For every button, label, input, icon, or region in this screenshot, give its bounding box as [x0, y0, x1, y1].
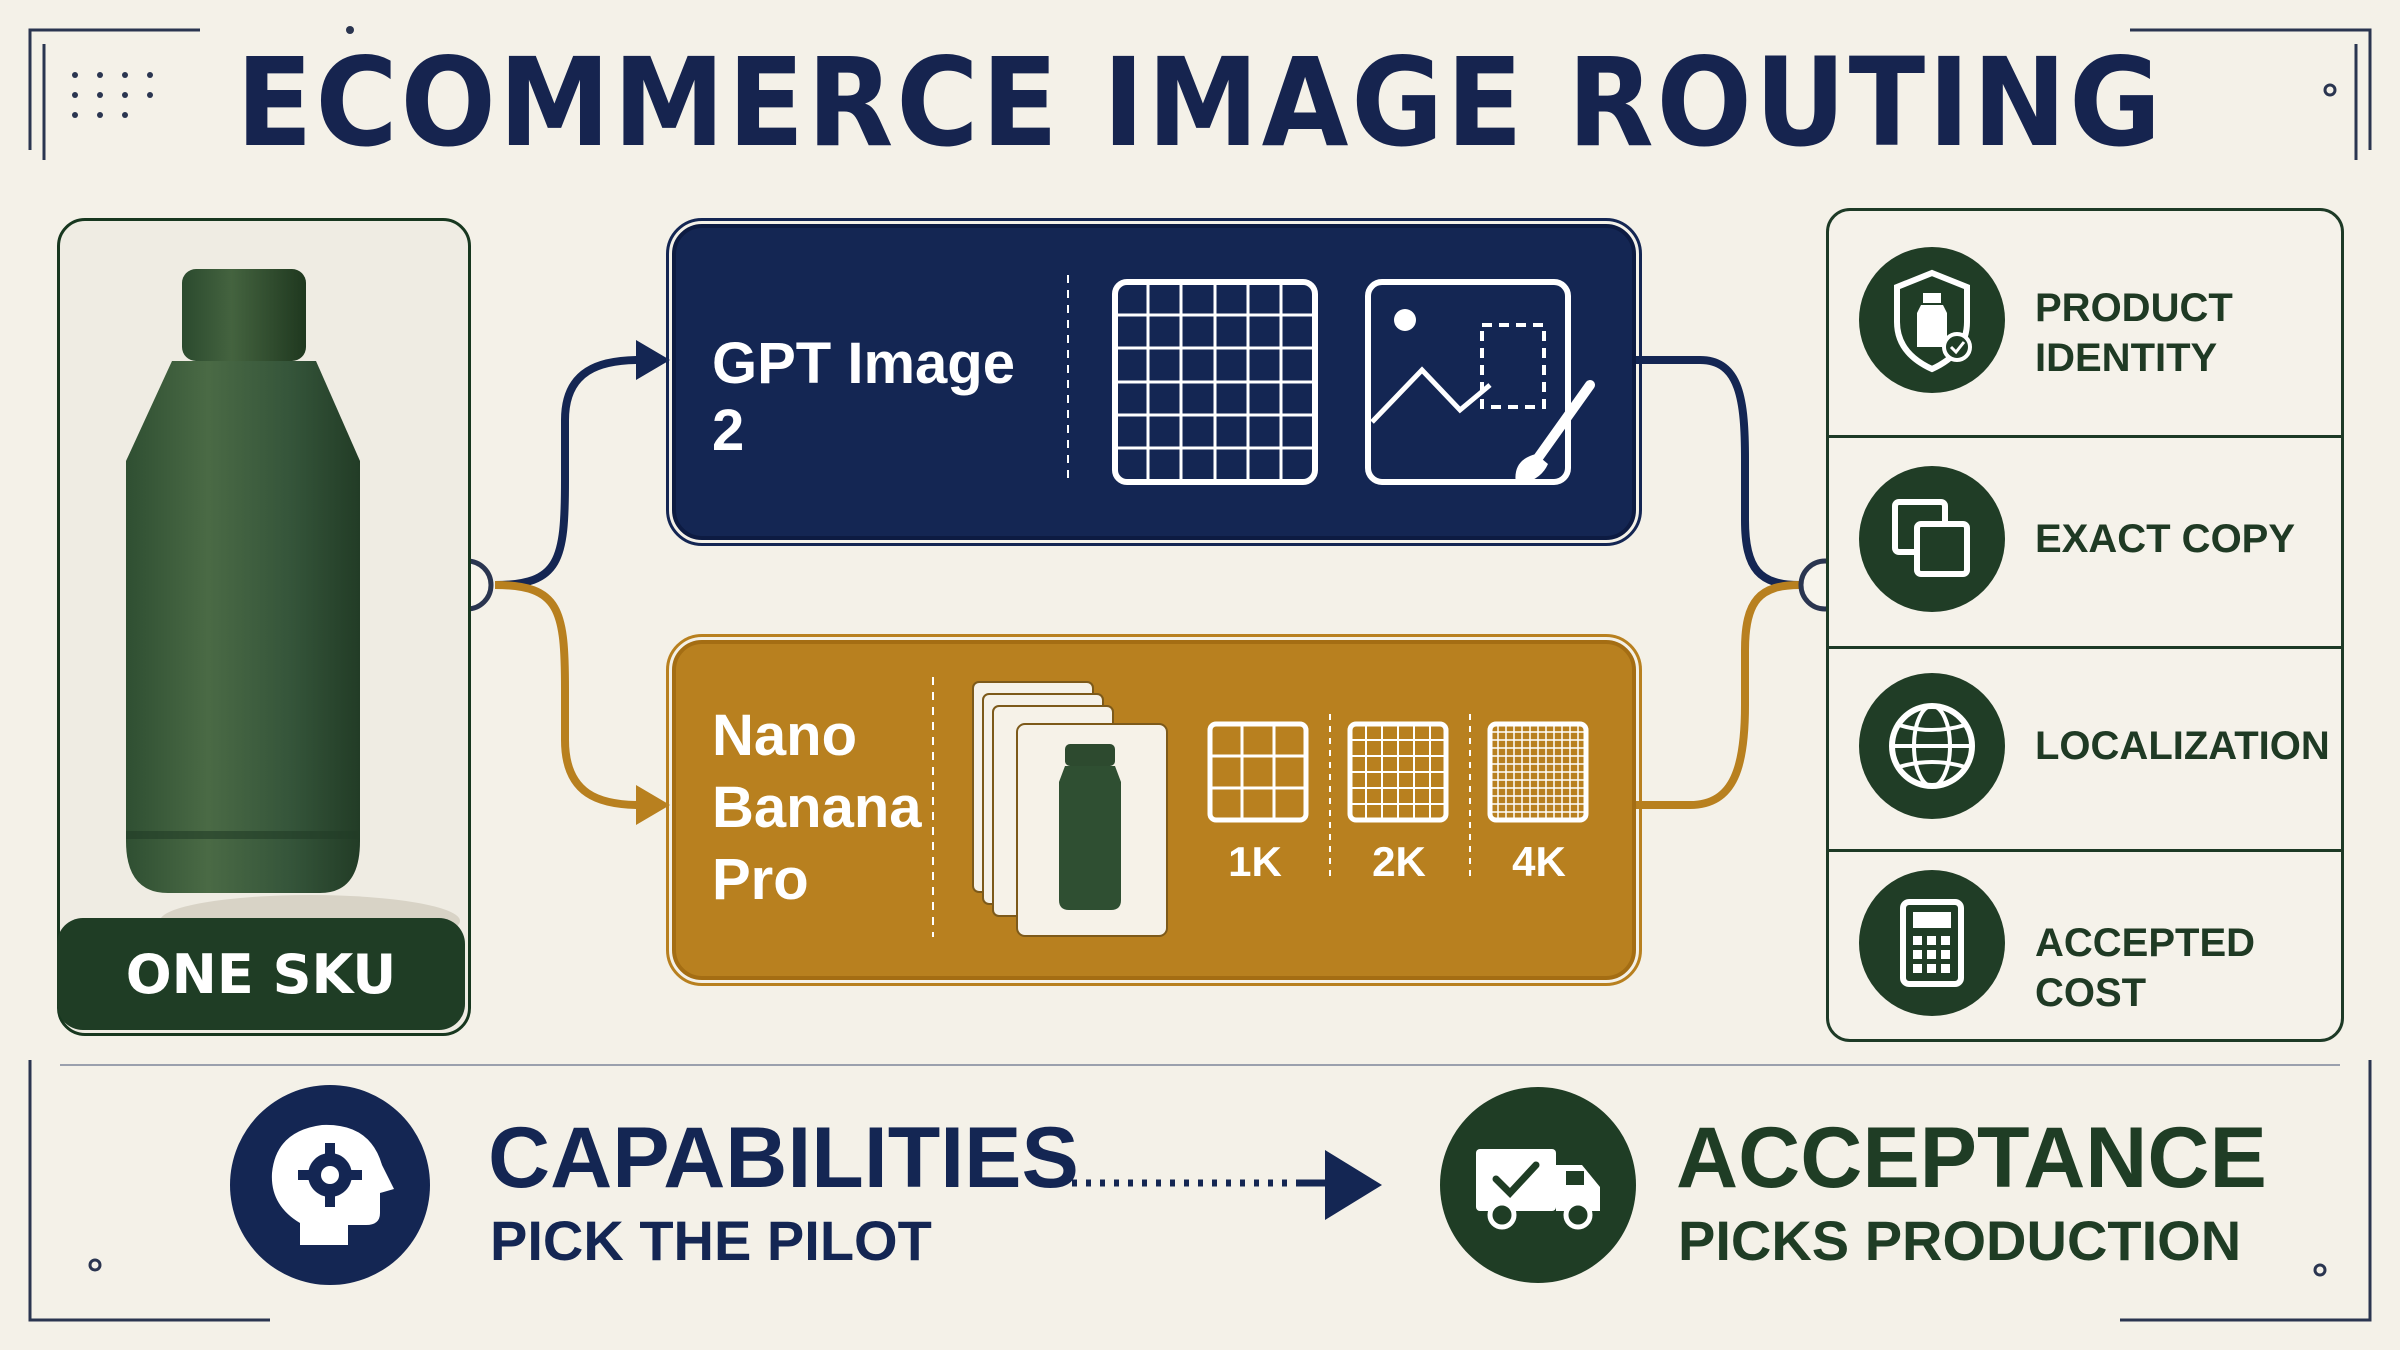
requirement-product-identity: PRODUCT IDENTITY [1829, 211, 2341, 438]
requirement-exact-copy: EXACT COPY [1829, 438, 2341, 649]
page-title: ECOMMERCE IMAGE ROUTING [235, 32, 2165, 174]
sku-product-card [57, 218, 471, 1036]
grid-icon [1112, 279, 1318, 485]
stacked-product-images-icon [972, 681, 1168, 937]
route-nano-label: Nano Banana Pro [712, 700, 932, 916]
resolution-1k-label: 1K [1228, 838, 1282, 885]
resolution-2k-label: 2K [1372, 838, 1426, 885]
green-bottle-image [126, 269, 460, 947]
requirements-panel: PRODUCT IDENTITY EXACT COPY LOCALIZATION [1826, 208, 2344, 1042]
calculator-icon [1859, 870, 2005, 1016]
requirement-exact-copy-label: EXACT COPY [2035, 517, 2296, 561]
requirement-localization-label: LOCALIZATION [2035, 724, 2330, 768]
requirement-product-identity-line-1: PRODUCT [2035, 286, 2233, 330]
requirement-accepted-cost-label: ACCEPTED COST [2035, 921, 2256, 1015]
requirement-accepted-cost: ACCEPTED COST [1829, 852, 2341, 1036]
footer-acceptance-title: ACCEPTANCE [1676, 1110, 2267, 1206]
route-nano-line-2: Banana [712, 775, 922, 840]
nano-capability-icons [932, 677, 1589, 937]
footer-acceptance-subtitle: PICKS PRODUCTION [1678, 1209, 2242, 1272]
route-nano-line-3: Pro [712, 847, 809, 912]
image-edit-icon [1365, 279, 1595, 485]
footer-capabilities-title: CAPABILITIES [488, 1110, 1079, 1206]
globe-icon [1859, 673, 2005, 819]
resolution-4k-label: 4K [1512, 838, 1566, 885]
requirement-product-identity-label: PRODUCT IDENTITY [2035, 283, 2233, 383]
gpt-capability-icons [1067, 275, 1595, 485]
route-nano-line-1: Nano [712, 703, 857, 768]
shield-bottle-icon [1859, 247, 2005, 393]
requirement-product-identity-line-2: IDENTITY [2035, 336, 2218, 380]
resolution-grids [1207, 714, 1589, 882]
sku-label: ONE SKU [57, 918, 465, 1030]
head-gear-icon [230, 1085, 430, 1285]
route-gpt-label: GPT Image 2 [712, 331, 1015, 463]
copy-icon [1859, 466, 2005, 612]
delivery-truck-icon [1440, 1087, 1636, 1283]
requirement-localization: LOCALIZATION [1829, 649, 2341, 852]
footer-capabilities-subtitle: PICK THE PILOT [490, 1209, 932, 1272]
